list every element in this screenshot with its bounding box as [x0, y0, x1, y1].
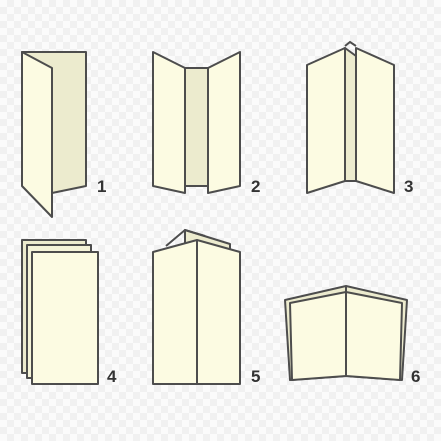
fold-6-number: 6: [411, 367, 420, 386]
fold-6-illustration: [284, 285, 408, 381]
fold-6-right-page: [345, 291, 403, 381]
fold-3-peak: [344, 40, 357, 47]
fold-2-center-panel: [184, 67, 209, 187]
fold-1-illustration: [21, 51, 87, 218]
fold-3-left-panel: [306, 47, 346, 194]
fold-5-top-edge: [165, 228, 206, 247]
fold-2-left-flap: [152, 51, 186, 194]
fold-5-illustration: [152, 228, 241, 385]
fold-5-left-panel: [152, 239, 198, 385]
fold-2-right-flap: [207, 51, 241, 194]
fold-6-left-page: [289, 291, 347, 381]
fold-1-front-flap: [21, 51, 53, 218]
fold-3-inner-spine: [344, 47, 357, 182]
fold-5-number: 5: [251, 367, 260, 386]
fold-2-illustration: [152, 51, 241, 194]
fold-2-number: 2: [251, 177, 260, 196]
fold-1-number: 1: [97, 177, 106, 196]
fold-4-number: 4: [107, 367, 117, 386]
fold-3-number: 3: [404, 177, 413, 196]
fold-4-front-sheet: [31, 251, 99, 385]
fold-3-illustration: [306, 40, 395, 194]
fold-5-right-panel: [196, 239, 241, 385]
fold-4-illustration: [21, 239, 99, 385]
fold-3-right-panel: [355, 47, 395, 194]
